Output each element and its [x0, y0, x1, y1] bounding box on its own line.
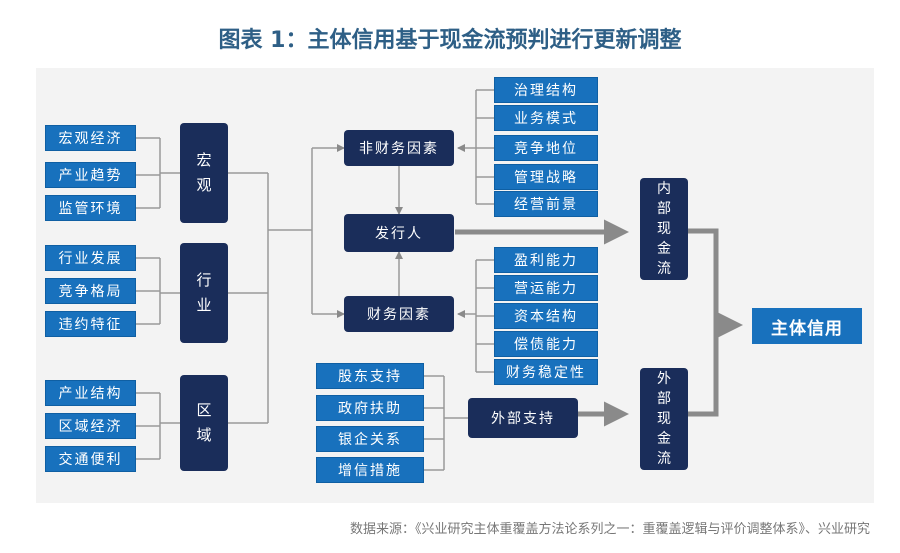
nonfinancial-item: 业务模式 [494, 105, 598, 131]
financial-item: 营运能力 [494, 275, 598, 301]
financial-item: 盈利能力 [494, 247, 598, 273]
nonfinancial-item: 竞争地位 [494, 135, 598, 161]
region-item: 产业结构 [45, 380, 136, 406]
nonfinancial-item: 管理战略 [494, 164, 598, 190]
macro-box: 宏观 [180, 123, 228, 223]
industry-bracket [136, 257, 180, 325]
industry-label: 行业 [196, 271, 212, 314]
industry-item: 竞争格局 [45, 278, 136, 304]
macro-item: 产业趋势 [45, 162, 136, 188]
internal-cashflow-label: 内部现金流 [657, 181, 671, 277]
macro-label-char: 宏观 [196, 151, 212, 194]
industry-box: 行业 [180, 243, 228, 343]
external-cashflow-box: 外部现金流 [640, 368, 688, 470]
nonfinancial-factor-box: 非财务因素 [344, 130, 454, 166]
category-trunk [228, 172, 312, 424]
region-item: 交通便利 [45, 446, 136, 472]
source-note: 数据来源：《兴业研究主体重覆盖方法论系列之一：重覆盖逻辑与评价调整体系》、兴业研… [349, 522, 870, 537]
support-item: 政府扶助 [316, 395, 424, 421]
macro-item: 宏观经济 [45, 125, 136, 151]
internal-to-credit-arrow [688, 228, 743, 338]
financial-item: 财务稳定性 [494, 359, 598, 385]
page-title: 图表 1：主体信用基于现金流预判进行更新调整 [218, 28, 682, 53]
external-to-credit-arrow [688, 325, 719, 417]
internal-cashflow-box: 内部现金流 [640, 178, 688, 280]
financial-factor-box: 财务因素 [344, 296, 454, 332]
fin-items-bracket [475, 259, 494, 373]
nonfin-items-bracket [475, 89, 494, 205]
macro-bracket [136, 137, 180, 209]
nonfinancial-item: 治理结构 [494, 77, 598, 103]
financial-item: 偿债能力 [494, 331, 598, 357]
diagram-panel [36, 68, 874, 503]
industry-item: 违约特征 [45, 311, 136, 337]
support-item: 股东支持 [316, 363, 424, 389]
macro-item: 监管环境 [45, 195, 136, 221]
region-box: 区域 [180, 375, 228, 471]
entity-credit-box: 主体信用 [752, 308, 862, 344]
nonfinancial-item: 经营前景 [494, 191, 598, 217]
region-label: 区域 [196, 401, 212, 444]
support-item: 增信措施 [316, 457, 424, 483]
region-item: 区域经济 [45, 413, 136, 439]
support-bracket [424, 375, 468, 471]
industry-item: 行业发展 [45, 245, 136, 271]
financial-item: 资本结构 [494, 303, 598, 329]
external-cashflow-label: 外部现金流 [657, 371, 671, 467]
issuer-box: 发行人 [344, 214, 454, 252]
external-support-box: 外部支持 [468, 398, 578, 438]
support-item: 银企关系 [316, 426, 424, 452]
region-bracket [136, 392, 180, 460]
